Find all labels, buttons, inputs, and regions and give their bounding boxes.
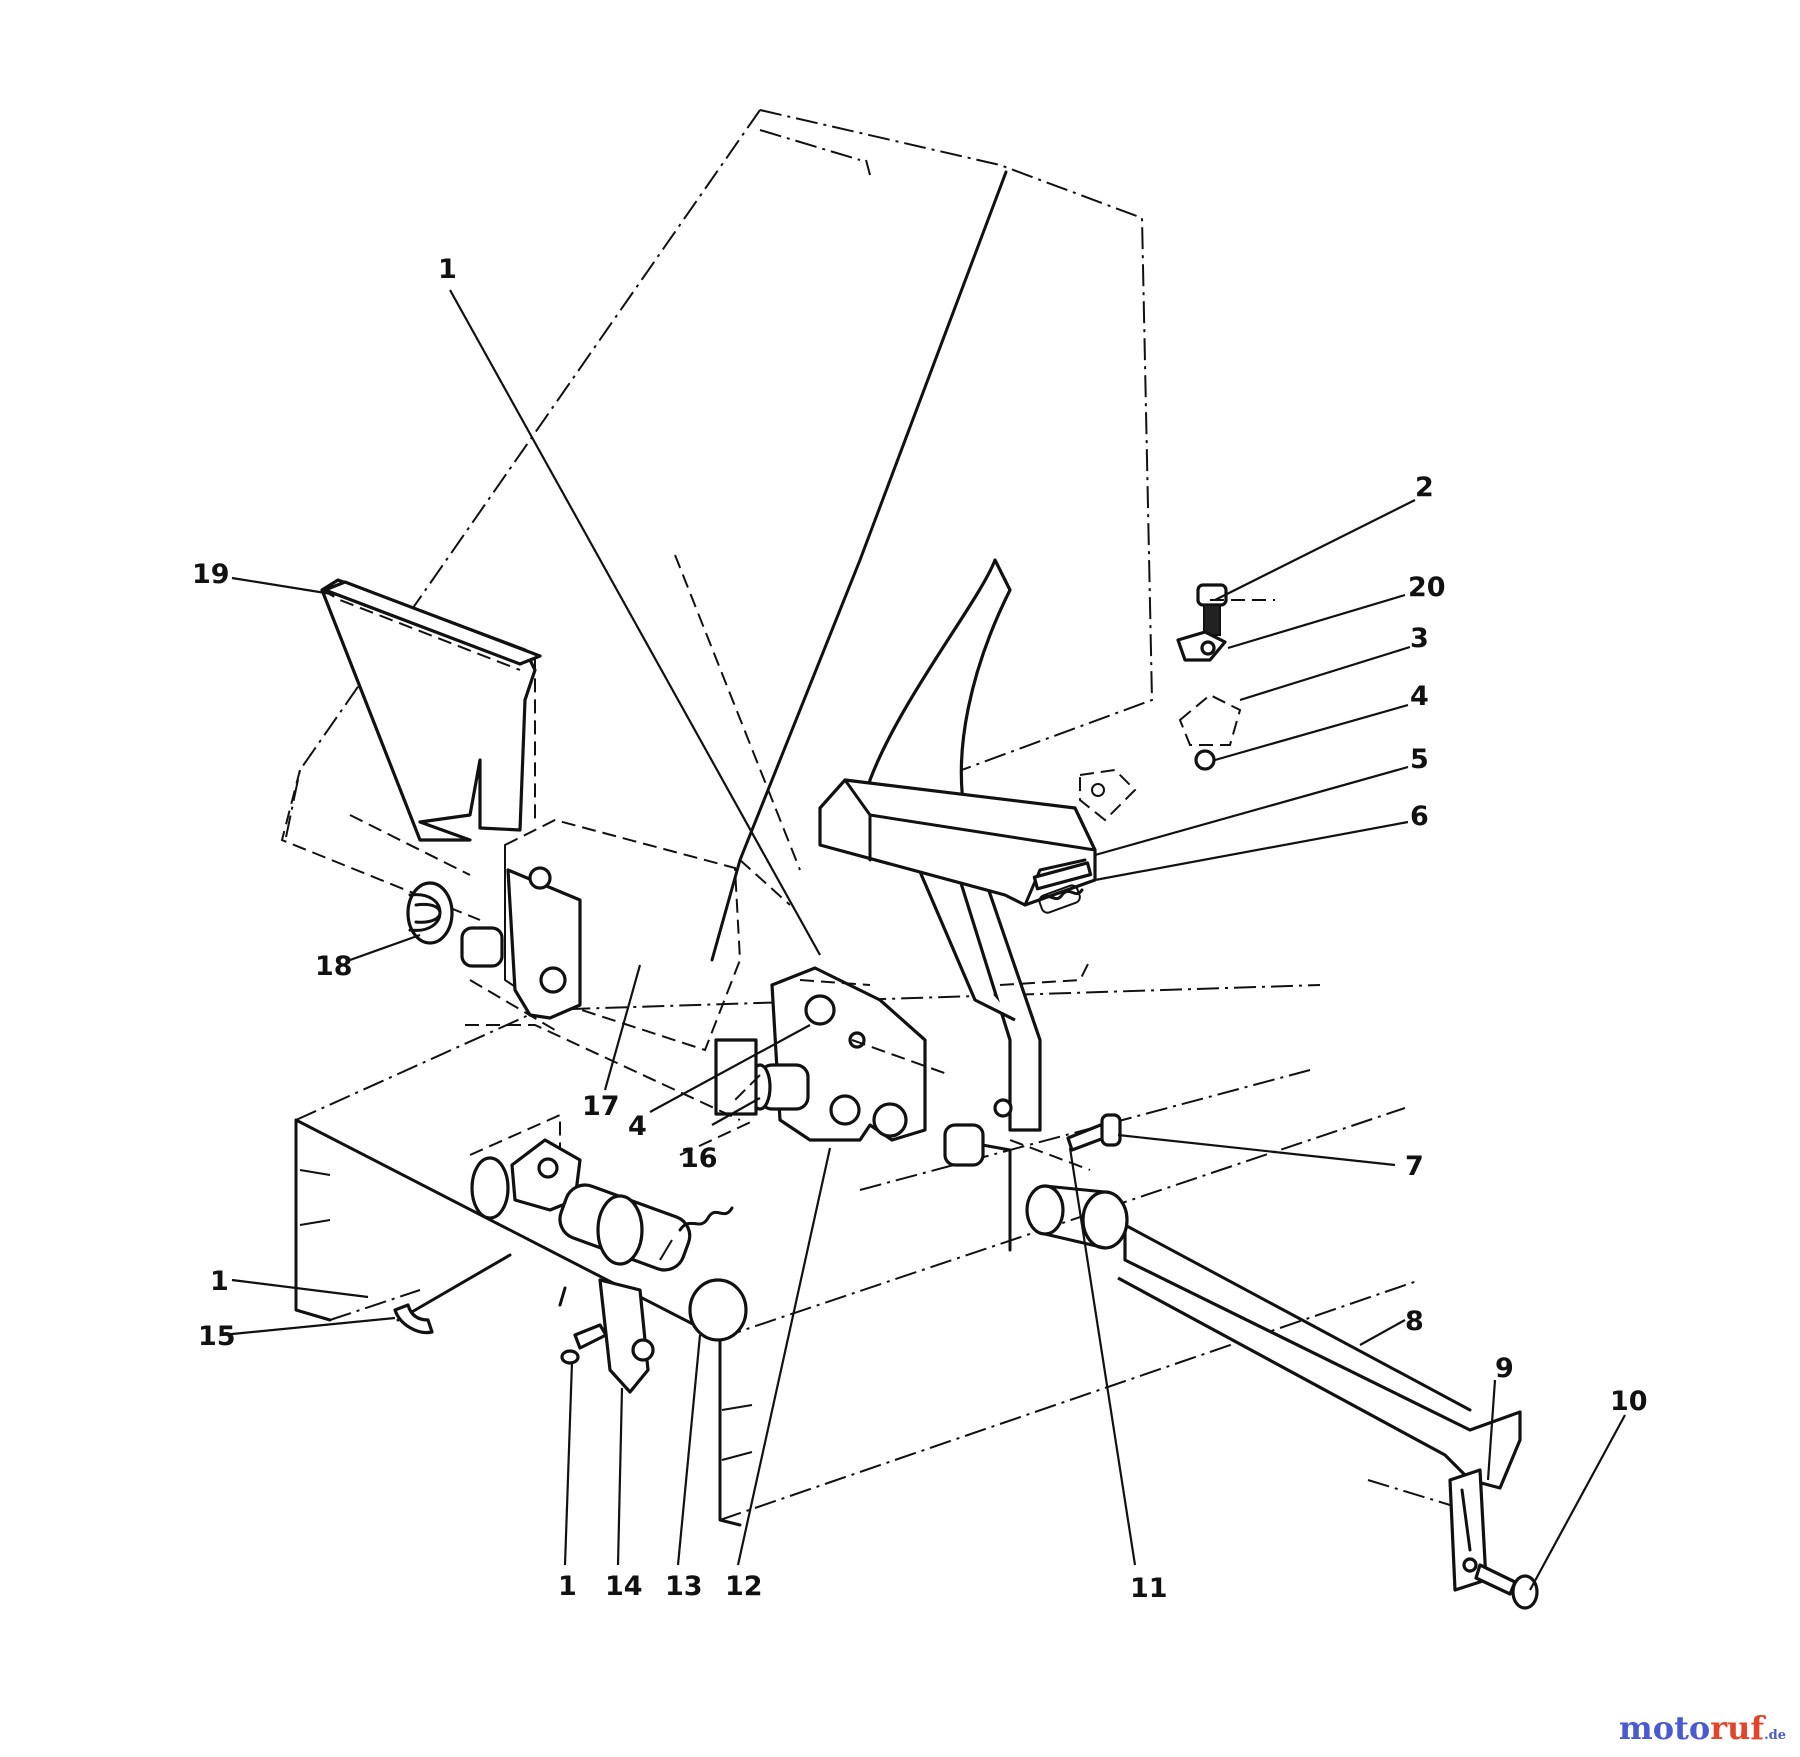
part-19-bracket	[280, 578, 542, 921]
part-10-bolt	[1474, 1563, 1539, 1610]
watermark-part-c: .de	[1764, 1728, 1786, 1743]
callout-3: 3	[1410, 623, 1429, 654]
callout-15: 15	[198, 1321, 236, 1352]
callout-4-right: 4	[1410, 681, 1429, 712]
callout-11: 11	[1130, 1573, 1168, 1604]
callout-4-left: 4	[628, 1111, 647, 1142]
callout-16: 16	[680, 1143, 718, 1174]
left-bracket	[506, 866, 582, 1020]
callout-19: 19	[192, 559, 230, 590]
callout-14: 14	[605, 1571, 643, 1602]
part-6-spring	[1038, 884, 1084, 914]
callout-7: 7	[1405, 1151, 1424, 1182]
leader-lines	[221, 289, 1626, 1591]
callouts: 1 2 20 3 4 5 6 19 18 17 4 16 7 8 9 10 1 …	[192, 254, 1648, 1604]
guide-lines	[349, 554, 1275, 1171]
lower-frame	[294, 984, 1421, 1527]
watermark-logo: motoruf.de	[1619, 1709, 1786, 1747]
callout-12: 12	[725, 1571, 763, 1602]
callout-9: 9	[1495, 1353, 1514, 1384]
callout-2: 2	[1415, 472, 1434, 503]
watermark-part-b: ruf	[1710, 1709, 1765, 1747]
callout-1-top: 1	[438, 254, 457, 285]
callout-18: 18	[315, 951, 353, 982]
callout-13: 13	[665, 1571, 703, 1602]
callout-1-left: 1	[210, 1266, 229, 1297]
part-7-bolt	[1066, 1113, 1122, 1152]
callout-5: 5	[1410, 744, 1429, 775]
housing-outline	[284, 109, 1154, 962]
callout-1-bottom: 1	[558, 1571, 577, 1602]
hardware-stack	[1079, 583, 1242, 822]
middle-spring	[659, 1206, 734, 1261]
pivot-assembly	[393, 1113, 748, 1394]
part-8-shaft	[943, 1123, 1522, 1490]
callout-6: 6	[1410, 801, 1429, 832]
callout-17: 17	[582, 1091, 620, 1122]
watermark-part-a: moto	[1618, 1709, 1711, 1747]
part-18-spring	[406, 881, 504, 968]
callout-8: 8	[1405, 1306, 1424, 1337]
callout-20: 20	[1408, 572, 1446, 603]
part-12-link-plate	[770, 966, 927, 1142]
part-9-slotted-plate	[1367, 1468, 1488, 1592]
part-17-plate	[504, 818, 742, 1052]
part-5-foot-pad	[818, 778, 1097, 907]
callout-10: 10	[1610, 1386, 1648, 1417]
